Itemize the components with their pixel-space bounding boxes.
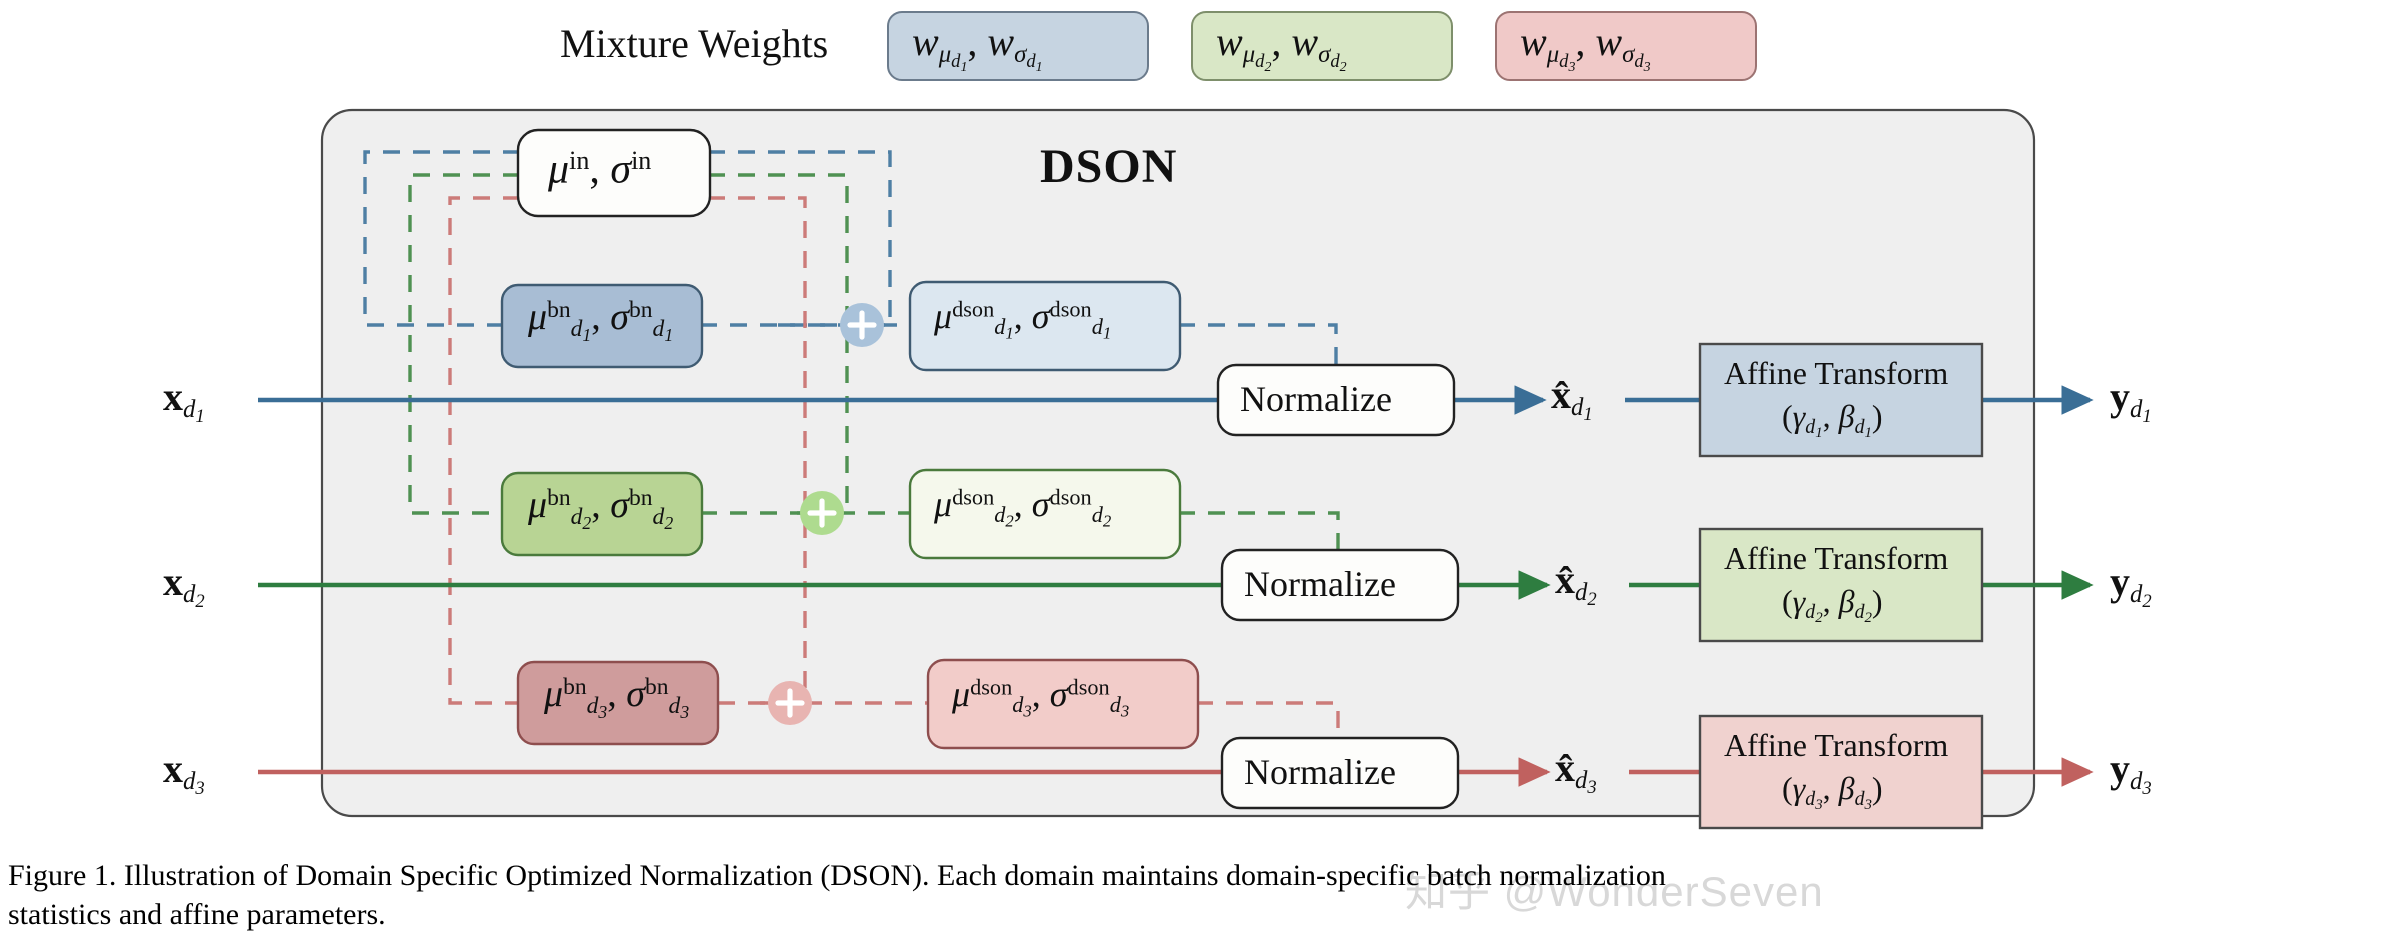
normalized-label-d3: x̂d3 xyxy=(1555,745,1597,799)
input-label-d2: xd2 xyxy=(163,559,205,613)
affine-box-d3[interactable] xyxy=(1698,714,1984,830)
affine-box-d2[interactable] xyxy=(1698,527,1984,643)
bn-box-d2[interactable] xyxy=(500,471,704,557)
dash-red-left xyxy=(448,196,522,705)
mixture-weight-box-d3[interactable] xyxy=(1495,11,1757,81)
affine-box-d1[interactable] xyxy=(1698,342,1984,458)
affine-params-d1: (γd1, βd1) xyxy=(1782,398,1883,441)
panel-title: DSON xyxy=(1040,140,1178,193)
normalize-label-d3: Normalize xyxy=(1244,752,1396,792)
in-stats-text: μin, σin xyxy=(548,146,652,193)
mixture-weight-text-d2: wμd2, wσd2 xyxy=(1216,19,1347,76)
bn-box-d1[interactable] xyxy=(500,283,704,369)
dson-text-d3: μdsond3, σdsond3 xyxy=(952,674,1130,721)
normalize-label-d2: Normalize xyxy=(1244,564,1396,604)
normalized-label-d2: x̂d2 xyxy=(1555,557,1597,611)
output-label-d1: yd1 xyxy=(2110,374,2152,428)
dson-text-d2: μdsond2, σdsond2 xyxy=(934,484,1112,531)
dson-text-d1: μdsond1, σdsond1 xyxy=(934,296,1112,343)
bn-text-d2: μbnd2, σbnd2 xyxy=(528,484,674,533)
output-label-d2: yd2 xyxy=(2110,559,2152,613)
caption-line-2: statistics and affine parameters. xyxy=(8,898,386,931)
dson-box-d1[interactable] xyxy=(908,280,1182,372)
normalized-label-d1: x̂d1 xyxy=(1551,372,1593,426)
input-label-d3: xd3 xyxy=(163,746,205,800)
mixture-weights-label: Mixture Weights xyxy=(560,21,829,66)
dash-green-left xyxy=(408,173,520,515)
bn-box-d3[interactable] xyxy=(516,660,720,746)
affine-params-d2: (γd2, βd2) xyxy=(1782,583,1883,626)
affine-params-d3: (γd3, βd3) xyxy=(1782,770,1883,813)
bn-text-d3: μbnd3, σbnd3 xyxy=(544,673,690,722)
input-label-d1: xd1 xyxy=(163,374,205,428)
figure-caption: Figure 1. Illustration of Domain Specifi… xyxy=(8,856,2378,934)
normalize-box-d3[interactable] xyxy=(1220,736,1460,810)
dash-blue-right xyxy=(708,150,892,327)
in-stats-box[interactable] xyxy=(516,128,712,218)
dson-box-d3[interactable] xyxy=(926,658,1200,750)
dson-panel xyxy=(320,108,2036,818)
mixture-weight-text-d3: wμd3, wσd3 xyxy=(1520,19,1651,76)
dash-blue-left xyxy=(363,150,520,327)
affine-title-d2: Affine Transform xyxy=(1724,540,1949,576)
dash-green-right xyxy=(708,173,849,515)
output-label-d3: yd3 xyxy=(2110,746,2152,800)
dash-red-dson-to-norm xyxy=(1196,701,1340,740)
affine-title-d3: Affine Transform xyxy=(1724,727,1949,763)
normalize-label-d1: Normalize xyxy=(1240,379,1392,419)
bn-text-d1: μbnd1, σbnd1 xyxy=(528,296,674,345)
dson-box-d2[interactable] xyxy=(908,468,1182,560)
mixture-weight-text-d1: wμd1, wσd1 xyxy=(912,19,1043,76)
caption-line-1: Figure 1. Illustration of Domain Specifi… xyxy=(8,859,1666,892)
normalize-box-d1[interactable] xyxy=(1216,363,1456,437)
dash-green-dson-to-norm xyxy=(1178,511,1340,551)
affine-title-d1: Affine Transform xyxy=(1724,355,1949,391)
normalize-box-d2[interactable] xyxy=(1220,548,1460,622)
dash-blue-dson-to-norm xyxy=(1178,323,1338,372)
mixture-weight-box-d2[interactable] xyxy=(1191,11,1453,81)
mixture-weight-box-d1[interactable] xyxy=(887,11,1149,81)
